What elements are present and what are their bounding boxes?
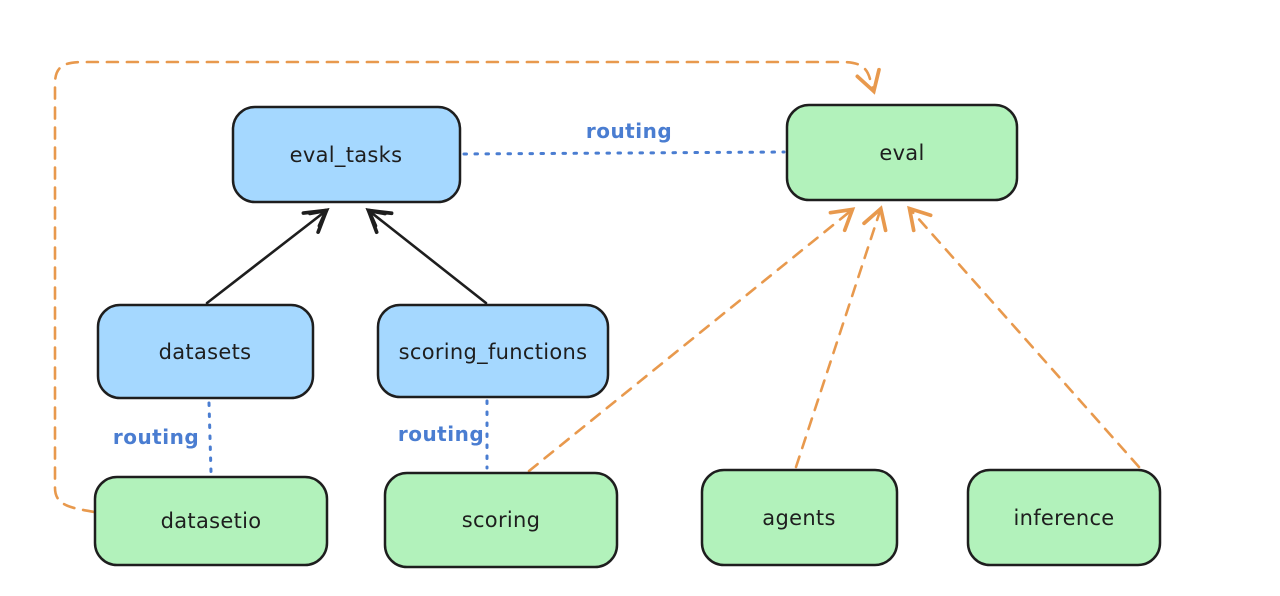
node-eval-tasks-box (231, 105, 462, 204)
edge-inference-to-eval (907, 205, 1141, 469)
routing-label-datasets: routing (113, 425, 199, 449)
node-datasets: datasets (96, 303, 315, 400)
edge-eval-tasks-to-eval-routing (462, 150, 786, 156)
node-scoring-label: scoring (462, 508, 541, 532)
node-agents: agents (700, 468, 899, 567)
node-scoring-functions-box (376, 303, 610, 399)
node-eval-label: eval (879, 141, 924, 165)
node-datasetio: datasetio (93, 475, 329, 567)
node-agents-box (700, 468, 899, 567)
node-agents-label: agents (762, 506, 835, 530)
node-eval-box (785, 103, 1019, 202)
edge-datasets-to-eval-tasks (205, 208, 330, 305)
node-datasets-box (96, 303, 315, 400)
edge-datasets-to-datasetio-routing (207, 401, 213, 474)
node-datasets-label: datasets (159, 340, 252, 364)
node-scoring-box (383, 471, 619, 569)
node-eval-tasks-label: eval_tasks (290, 143, 403, 168)
edge-datasetio-to-eval (53, 60, 881, 514)
node-scoring: scoring (383, 471, 619, 569)
routing-label-top: routing (586, 119, 672, 143)
edge-scoring-to-eval (527, 207, 856, 473)
node-inference: inference (966, 468, 1162, 567)
node-inference-label: inference (1013, 506, 1114, 530)
node-scoring-functions-label: scoring_functions (399, 340, 588, 365)
routing-label-scoring: routing (398, 422, 484, 446)
node-datasetio-box (93, 475, 329, 567)
node-eval-tasks: eval_tasks (231, 105, 462, 204)
edge-scoring-functions-to-eval-tasks (365, 207, 488, 305)
edge-agents-to-eval (794, 205, 888, 469)
node-scoring-functions: scoring_functions (376, 303, 610, 399)
node-inference-box (966, 468, 1162, 567)
node-datasetio-label: datasetio (161, 509, 262, 533)
node-eval: eval (785, 103, 1019, 202)
